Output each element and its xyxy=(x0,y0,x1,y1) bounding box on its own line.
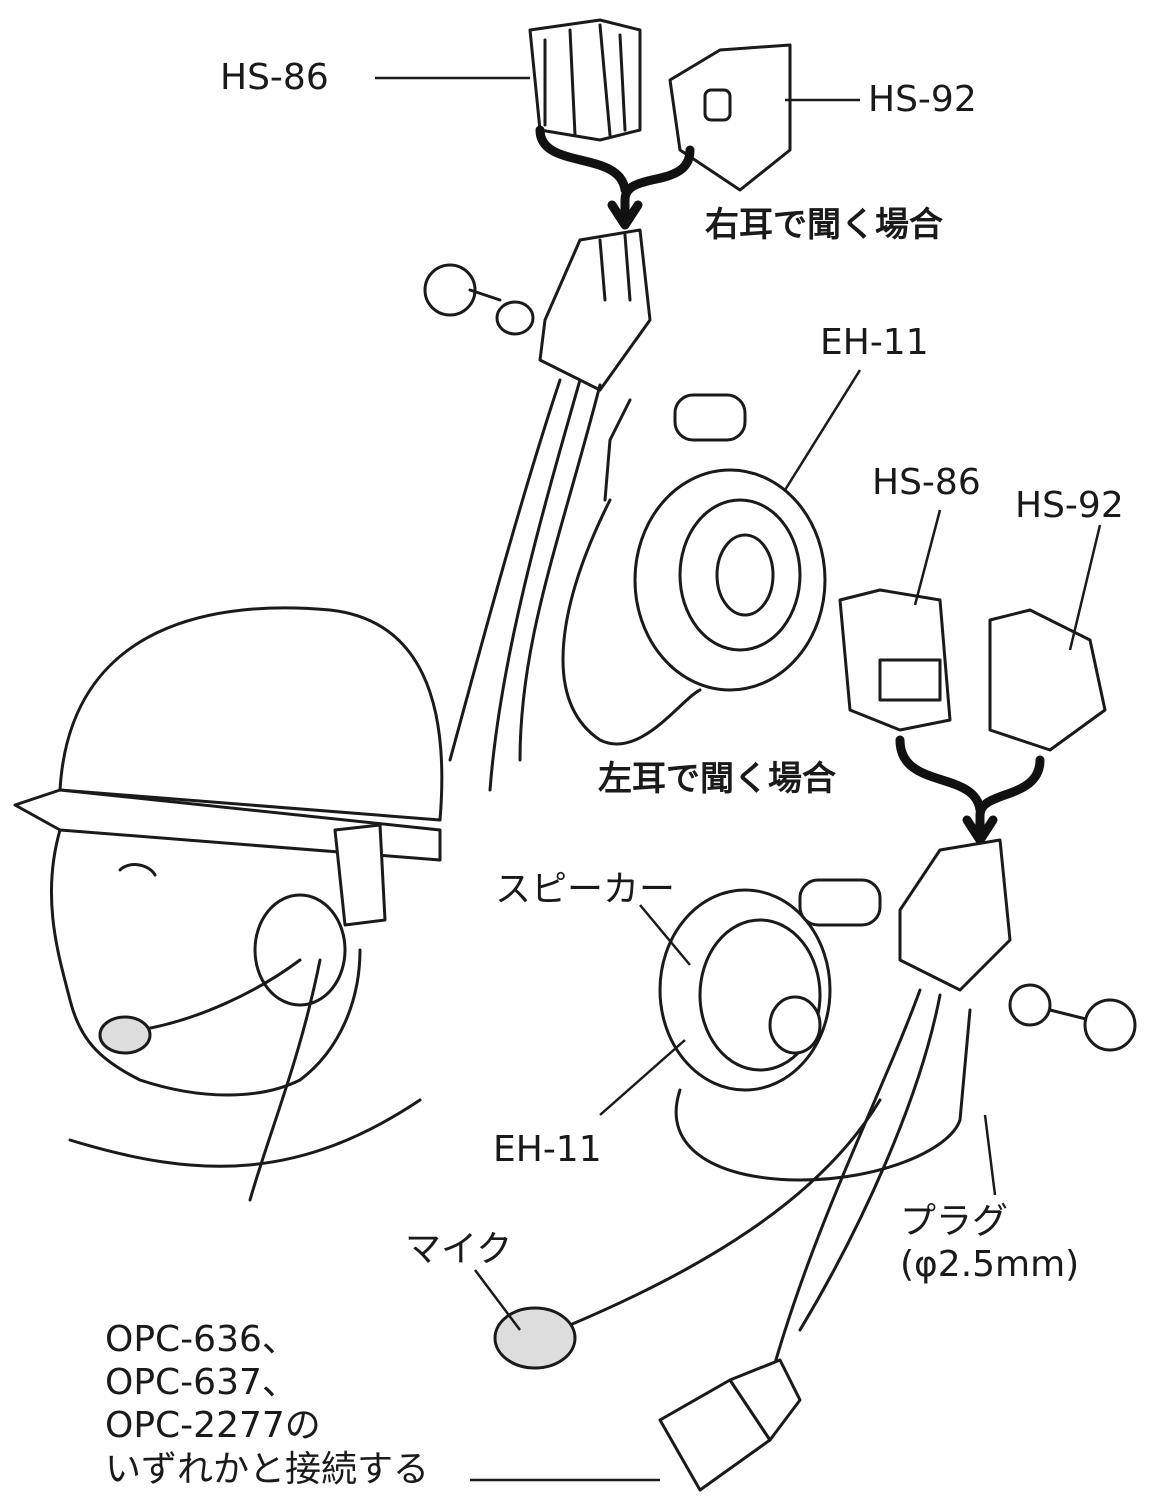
label-eh11-top: EH-11 xyxy=(820,322,929,363)
label-connect: OPC-636、 OPC-637、 OPC-2277の いずれかと接続する xyxy=(105,1319,430,1490)
label-hs92-right: HS-92 xyxy=(1015,485,1124,526)
ear-mount-right xyxy=(423,228,652,392)
label-hs92-top: HS-92 xyxy=(868,79,977,120)
label-left-ear: 左耳で聞く場合 xyxy=(598,759,836,799)
cable-left-mount xyxy=(674,988,972,1422)
label-hs86-top: HS-86 xyxy=(220,57,329,98)
label-hs86-right: HS-86 xyxy=(872,462,981,503)
ear-mount-left xyxy=(898,838,1137,1052)
ear-speaker-left xyxy=(658,878,882,1092)
label-eh11-bottom: EH-11 xyxy=(493,1129,602,1170)
arrow-right-ear xyxy=(535,125,695,230)
label-mic: マイク xyxy=(405,1229,513,1270)
hs92-clip-right xyxy=(988,608,1107,752)
arrow-left-ear xyxy=(895,735,1045,845)
cable-right-mount xyxy=(448,378,602,792)
label-right-ear: 右耳で聞く場合 xyxy=(705,205,943,245)
label-plug: プラグ (φ2.5mm) xyxy=(900,1201,1080,1286)
ear-pad-top xyxy=(633,393,827,692)
connector-plug xyxy=(658,1358,802,1492)
mic-foam xyxy=(493,1306,577,1370)
hs86-clip-right xyxy=(838,588,952,732)
hs86-clip-top xyxy=(528,18,642,142)
person-with-helmet xyxy=(13,606,444,1202)
label-speaker: スピーカー xyxy=(495,869,676,910)
mic-boom xyxy=(568,1098,882,1327)
hs92-clip-top xyxy=(668,43,792,192)
